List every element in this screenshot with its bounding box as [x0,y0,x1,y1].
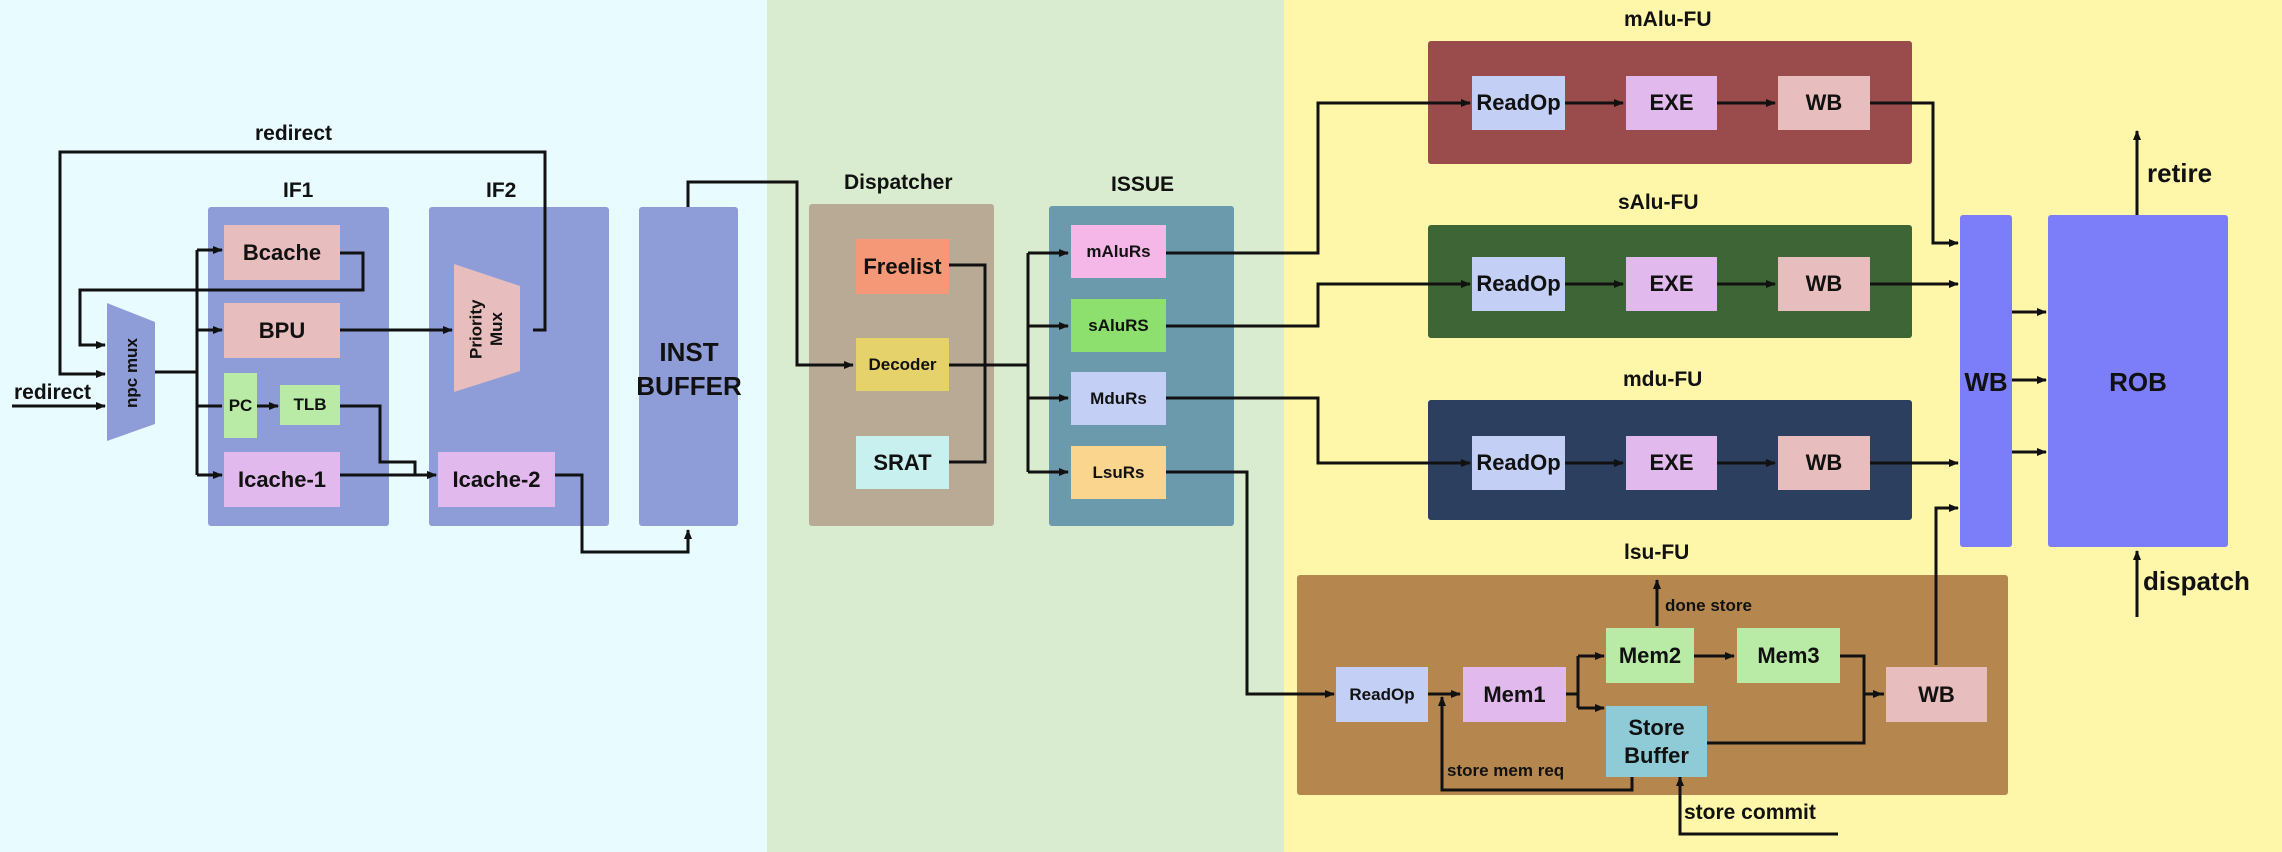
if1-title: IF1 [283,179,314,202]
priority-mux-shape [454,264,520,392]
lsu-wb-box: WB [1886,667,1987,722]
salu-readop-box: ReadOp [1472,257,1565,311]
mdu-wb-box: WB [1778,436,1870,490]
rob-panel [2048,215,2228,547]
lsu-fu-title: lsu-FU [1624,541,1690,564]
issue-title: ISSUE [1111,173,1175,196]
salu-exe-box: EXE [1626,257,1717,311]
commit-wb-panel [1960,215,2012,547]
lsu-store-buffer-box: Store Buffer [1606,706,1707,777]
lsurs-box: LsuRs [1071,446,1166,499]
inst-buffer-label: INST BUFFER [636,337,742,401]
rob-label: ROB [2109,366,2167,397]
priority-mux-label: Priority Mux [466,299,506,359]
retire-label: retire [2147,158,2213,188]
redirect-left-label: redirect [14,381,92,404]
icache2-box: Icache-2 [438,452,555,507]
freelist-box: Freelist [856,239,949,294]
lsu-readop-box: ReadOp [1336,667,1428,722]
done-store-label: done store [1665,596,1752,615]
salurs-box: sAluRS [1071,299,1166,352]
bpu-box: BPU [224,303,340,358]
redirect-top-label: redirect [255,122,333,145]
icache1-box: Icache-1 [224,452,340,507]
malurs-box: mAluRs [1071,225,1166,278]
mdu-exe-box: EXE [1626,436,1717,490]
inst-buffer-panel [639,207,738,526]
malu-fu-title: mAlu-FU [1624,8,1712,31]
npc-mux-label: npc mux [122,338,141,408]
lsu-mem1-box: Mem1 [1463,667,1566,722]
pc-box: PC [224,373,257,438]
malu-readop-box: ReadOp [1472,76,1565,130]
store-commit-label: store commit [1684,801,1816,824]
lsu-mem3-box: Mem3 [1737,628,1840,683]
dispatcher-title: Dispatcher [844,171,953,194]
if2-title: IF2 [486,179,517,202]
lsu-mem2-box: Mem2 [1606,628,1694,683]
commit-wb-label: WB [1964,366,2008,397]
store-mem-req-label: store mem req [1447,761,1565,780]
dispatch-label: dispatch [2143,566,2250,596]
mdu-readop-box: ReadOp [1472,436,1565,490]
malu-exe-box: EXE [1626,76,1717,130]
salu-wb-box: WB [1778,257,1870,311]
mdu-fu-title: mdu-FU [1623,368,1703,391]
salu-fu-title: sAlu-FU [1618,191,1699,214]
bcache-box: Bcache [224,225,340,280]
decoder-box: Decoder [856,338,949,391]
npc-mux-shape [107,303,155,441]
srat-box: SRAT [856,436,949,489]
mdurs-box: MduRs [1071,372,1166,425]
tlb-box: TLB [280,385,340,425]
malu-wb-box: WB [1778,76,1870,130]
